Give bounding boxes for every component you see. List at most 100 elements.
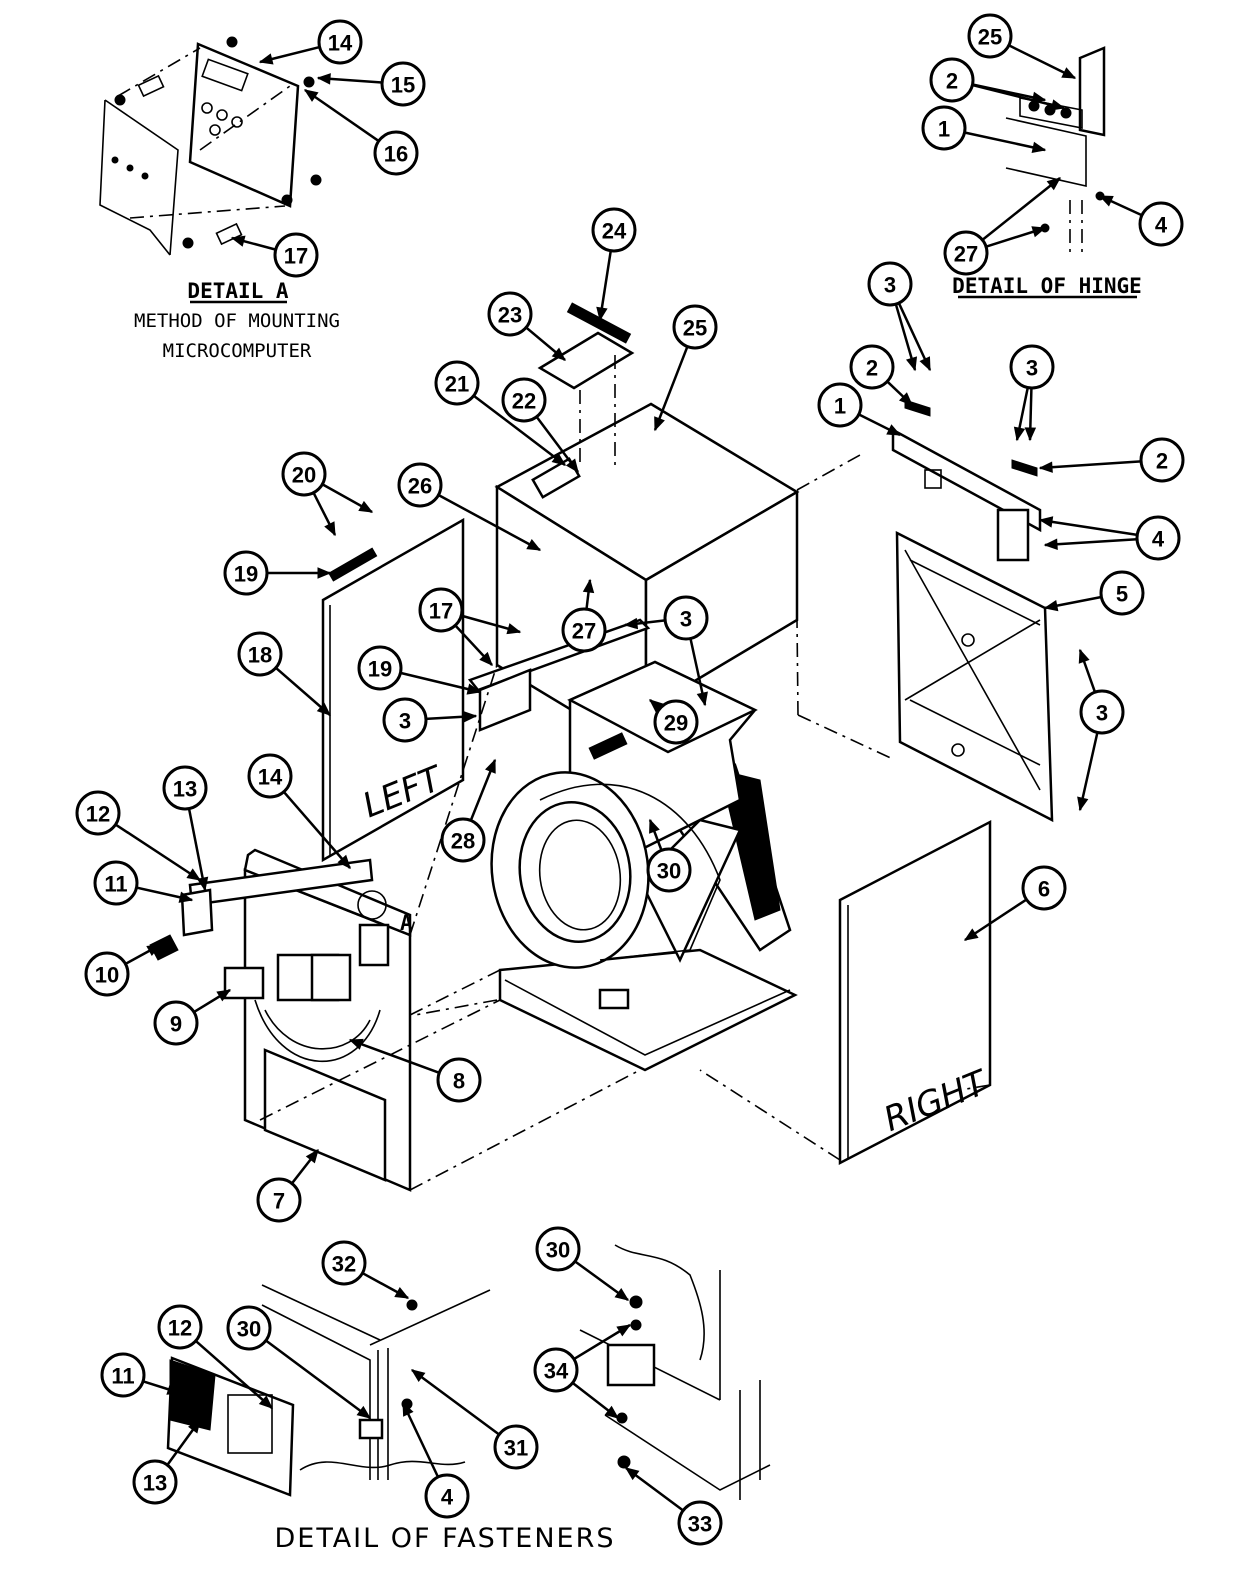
leader-arrowhead <box>485 758 496 774</box>
leader-arrowhead <box>565 458 579 474</box>
detail-hinge-title: DETAIL OF HINGE <box>952 274 1142 298</box>
callout-circle <box>153 1000 199 1046</box>
callout-6: 6 <box>1021 865 1067 911</box>
leader-arrowhead <box>466 683 482 695</box>
callout-circle <box>357 645 403 691</box>
leader-line <box>1078 732 1099 811</box>
callout-circle <box>672 304 718 350</box>
callout-11: 11 <box>93 860 139 906</box>
callout-circle <box>223 550 269 596</box>
callout-number: 15 <box>391 73 415 98</box>
callout-circle <box>943 230 989 276</box>
callout-number: 27 <box>954 242 978 267</box>
callout-7: 7 <box>256 1177 302 1223</box>
callout-circle <box>93 860 139 906</box>
callout-28: 28 <box>440 817 486 863</box>
callout-circle <box>436 1057 482 1103</box>
callout-18: 18 <box>237 631 283 677</box>
washer-tub-assembly <box>490 660 798 1072</box>
callout-number: 21 <box>445 372 469 397</box>
leader-line <box>304 88 380 143</box>
leader-arrowhead <box>1031 226 1047 238</box>
callout-number: 14 <box>328 31 353 56</box>
leader-line <box>349 1038 440 1074</box>
callout-circle <box>247 753 293 799</box>
callout-10: 10 <box>84 951 130 997</box>
callout-number: 3 <box>680 607 692 632</box>
leader-arrowhead <box>337 854 351 869</box>
leader-arrowhead <box>410 1369 426 1383</box>
callout-circle <box>162 765 208 811</box>
callout-circle <box>434 360 480 406</box>
callout-number: 22 <box>512 389 536 414</box>
detail-a-caption-line2: MICROCOMPUTER <box>163 340 312 362</box>
callout-2: 2 <box>849 344 895 390</box>
leader-arrowhead <box>230 235 246 247</box>
leader-arrowhead <box>654 416 665 432</box>
callout-number: 2 <box>866 356 878 381</box>
callout-circle <box>1138 201 1184 247</box>
callout-2: 2 <box>929 57 975 103</box>
leader-line <box>411 1368 500 1436</box>
callout-number: 11 <box>104 872 127 897</box>
leader-arrowhead <box>919 356 931 372</box>
callout-17: 17 <box>418 587 464 633</box>
callout-5: 5 <box>1099 570 1145 616</box>
callout-circle <box>226 1305 272 1351</box>
detail-a-title: DETAIL A <box>187 279 289 303</box>
leader-arrowhead <box>526 538 542 551</box>
leader-arrowhead <box>506 623 522 635</box>
callout-number: 19 <box>234 562 258 587</box>
callout-circle <box>867 261 913 307</box>
leader-arrowhead <box>146 944 162 957</box>
callout-30: 30 <box>646 847 692 893</box>
leader-arrowhead <box>402 1401 414 1417</box>
callout-23: 23 <box>487 291 533 337</box>
callout-circle <box>382 697 428 743</box>
leader-arrowhead <box>551 452 567 466</box>
callout-circle <box>967 13 1013 59</box>
leader-line <box>981 177 1061 241</box>
callout-number: 11 <box>111 1364 134 1389</box>
callout-circle <box>1099 570 1145 616</box>
leader-arrowhead <box>1061 67 1077 79</box>
callout-number: 12 <box>168 1316 192 1341</box>
callout-circle <box>75 790 121 836</box>
fasteners-detail-left <box>166 1284 491 1497</box>
leader-arrowhead <box>1078 648 1090 664</box>
callout-circle <box>493 1424 539 1470</box>
callout-20: 20 <box>281 451 327 497</box>
callout-number: 3 <box>1026 356 1038 381</box>
callout-26: 26 <box>397 462 443 508</box>
callout-number: 32 <box>332 1252 356 1277</box>
detail-a-marker: A <box>400 911 413 935</box>
callout-number: 26 <box>408 474 432 499</box>
leader-line <box>282 791 351 869</box>
leader-arrowhead <box>551 347 566 361</box>
callout-number: 3 <box>884 273 896 298</box>
callout-27: 27 <box>943 230 989 276</box>
callout-12: 12 <box>75 790 121 836</box>
leader-arrowhead <box>696 691 708 707</box>
leader-line <box>1039 460 1142 470</box>
callout-11: 11 <box>100 1352 146 1398</box>
leader-arrowhead <box>1077 796 1089 812</box>
callout-34: 34 <box>533 1347 579 1393</box>
detail-fasteners-title: DETAIL OF FASTENERS <box>274 1523 615 1554</box>
leader-arrowhead <box>649 818 660 834</box>
callout-number: 18 <box>248 643 272 668</box>
leader-arrowhead <box>324 521 336 537</box>
callout-circle <box>1135 515 1181 561</box>
callout-14: 14 <box>317 19 363 65</box>
callout-12: 12 <box>157 1304 203 1350</box>
callout-19: 19 <box>357 645 403 691</box>
callout-1: 1 <box>817 382 863 428</box>
callout-circle <box>817 382 863 428</box>
callout-number: 16 <box>384 142 408 167</box>
callout-22: 22 <box>501 377 547 423</box>
leader-lines <box>114 44 1143 1512</box>
callout-number: 1 <box>834 394 846 419</box>
leader-arrowhead <box>1050 99 1066 111</box>
callout-25: 25 <box>672 304 718 350</box>
